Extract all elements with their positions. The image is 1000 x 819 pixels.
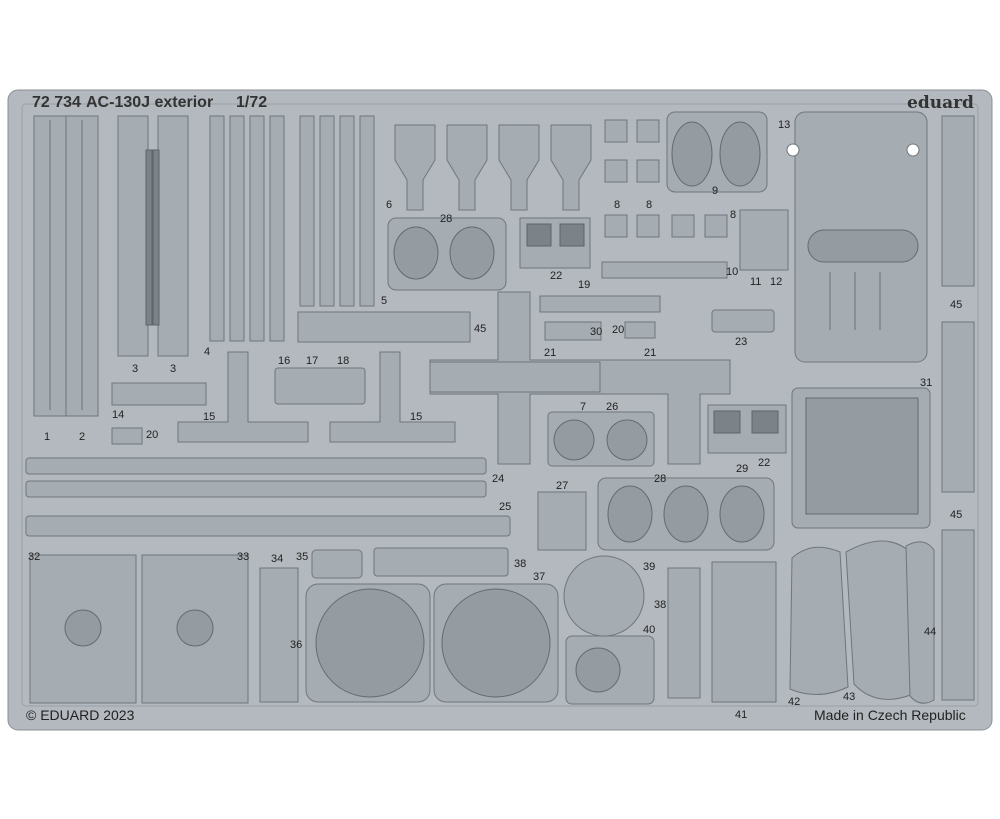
part-22-grilles: [519, 217, 787, 454]
svg-text:32: 32: [28, 551, 40, 563]
svg-text:36: 36: [290, 639, 302, 651]
svg-text:18: 18: [337, 355, 349, 367]
svg-text:45: 45: [950, 509, 962, 521]
svg-text:40: 40: [643, 624, 655, 636]
part-10-strip: [601, 261, 728, 279]
part-13-panel: [786, 111, 928, 363]
svg-text:24: 24: [492, 473, 504, 485]
part-23-small: [711, 309, 775, 333]
svg-text:4: 4: [204, 346, 210, 358]
svg-text:20: 20: [146, 429, 158, 441]
part-27: [537, 491, 587, 551]
svg-text:37: 37: [533, 571, 545, 583]
svg-text:45: 45: [474, 323, 486, 335]
part-34: [259, 567, 299, 703]
svg-text:16: 16: [278, 355, 290, 367]
part-1-2-strips: [33, 115, 99, 417]
svg-text:31: 31: [920, 377, 932, 389]
svg-text:8: 8: [646, 199, 652, 211]
svg-text:22: 22: [758, 457, 770, 469]
part-32-33-panels: [29, 554, 249, 704]
svg-text:11: 11: [750, 276, 761, 288]
svg-text:28: 28: [654, 473, 666, 485]
fret-inner-frame: [21, 103, 979, 707]
svg-text:25: 25: [499, 501, 511, 513]
svg-text:3: 3: [170, 363, 176, 375]
set-title: AC-130J exterior: [86, 94, 213, 111]
svg-text:9: 9: [712, 185, 718, 197]
svg-text:7: 7: [580, 401, 586, 413]
svg-text:42: 42: [788, 696, 800, 708]
part-4-rails: [209, 115, 285, 342]
svg-text:38: 38: [654, 599, 666, 611]
svg-text:14: 14: [112, 409, 124, 421]
part-14-20-small: [111, 382, 207, 445]
svg-text:23: 23: [735, 336, 747, 348]
part-5-rails: [299, 115, 375, 307]
center-cross-assembly: [429, 291, 731, 465]
svg-text:30: 30: [590, 326, 602, 338]
part-16-17-18: [274, 367, 366, 405]
copyright-text: © EDUARD 2023: [26, 707, 135, 723]
origin-text: Made in Czech Republic: [814, 707, 966, 723]
part-35: [311, 549, 363, 579]
svg-text:17: 17: [306, 355, 318, 367]
svg-text:28: 28: [440, 213, 452, 225]
svg-text:13: 13: [778, 119, 790, 131]
part-28-29-ovals: [597, 477, 775, 551]
svg-text:38: 38: [514, 558, 526, 570]
svg-text:26: 26: [606, 401, 618, 413]
part-39-40: [563, 555, 655, 705]
svg-text:27: 27: [556, 480, 568, 492]
svg-text:21: 21: [544, 347, 556, 359]
svg-text:10: 10: [726, 266, 738, 278]
svg-text:44: 44: [924, 626, 936, 638]
svg-text:12: 12: [770, 276, 782, 288]
svg-text:45: 45: [950, 299, 962, 311]
part-38: [373, 547, 701, 699]
part-15-frames: [177, 351, 456, 443]
svg-text:29: 29: [736, 463, 748, 475]
svg-text:1: 1: [44, 431, 50, 443]
svg-text:5: 5: [381, 295, 387, 307]
part-11-12-brackets: [739, 209, 789, 271]
part-36-37-discs: [305, 583, 559, 703]
svg-text:33: 33: [237, 551, 249, 563]
svg-text:20: 20: [612, 324, 624, 336]
part-19-21-30-small: [539, 295, 661, 341]
set-code: 72 734: [32, 94, 81, 111]
svg-text:34: 34: [271, 553, 283, 565]
svg-text:39: 39: [643, 561, 655, 573]
svg-text:19: 19: [578, 279, 590, 291]
svg-text:8: 8: [730, 209, 736, 221]
part-8-clips: [604, 119, 728, 238]
svg-text:22: 22: [550, 270, 562, 282]
svg-text:43: 43: [843, 691, 855, 703]
part-45-strips: [297, 115, 975, 701]
brand-logo-text: eduard: [907, 93, 974, 113]
part-41: [711, 561, 777, 703]
part-3-frames: [117, 115, 189, 357]
svg-text:21: 21: [644, 347, 656, 359]
part-6-intakes: [394, 124, 592, 211]
part-9-ovals: [666, 111, 768, 193]
svg-text:15: 15: [203, 411, 215, 423]
svg-text:15: 15: [410, 411, 422, 423]
set-scale: 1/72: [236, 94, 267, 111]
part-28-round-plates: [387, 217, 507, 291]
svg-text:2: 2: [79, 431, 85, 443]
part-7-26-discs: [547, 411, 655, 467]
svg-text:41: 41: [735, 709, 747, 721]
part-31-panel: [791, 387, 931, 529]
svg-text:8: 8: [614, 199, 620, 211]
part-42-43-44-curved: [789, 540, 935, 704]
svg-text:35: 35: [296, 551, 308, 563]
part-number-labels: 1 2 3 3 4 5 6 7 8 8 8 9 10 11 12 13 14 1…: [28, 119, 962, 721]
svg-text:3: 3: [132, 363, 138, 375]
part-24-25-bars: [25, 457, 511, 537]
svg-text:6: 6: [386, 199, 392, 211]
